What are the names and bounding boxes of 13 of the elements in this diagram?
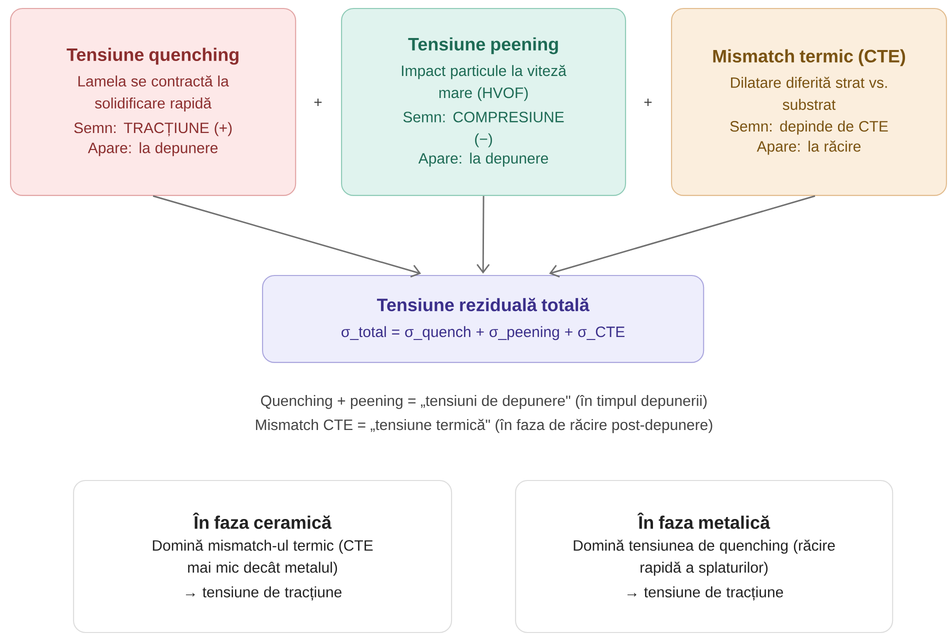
note-text: Quenching + peening = „tensiuni de depunere" (în timpul depunerii) — [261, 394, 707, 409]
phase-box: În faza metalică Domină tensiunea de quenching (răcire rapidă a splaturilor) → tensiune de tracțiune — [515, 480, 894, 634]
stress-box: Mismatch termic (CTE) Dilatare diferită strat vs. substrat Semn: depinde de CTE Apare: la răcire — [671, 8, 947, 196]
plus-sign: + — [314, 98, 322, 106]
stress-box: Tensiune peening Impact particule la viteză mare (HVOF) Semn: COMPRESIUNE (−) Apare: la depunere — [341, 8, 626, 196]
plus-sign: + — [644, 98, 652, 106]
phase-box: În faza ceramică Domină mismatch-ul termic (CTE mai mic decât metalul) → tensiune de tracțiune — [73, 480, 452, 634]
result-box: Tensiune reziduală totală σ_total = σ_quench + σ_peening + σ_CTE — [262, 275, 704, 363]
arrow — [476, 196, 490, 274]
stress-box: Tensiune quenching Lamela se contractă la solidificare rapidă Semn: TRACȚIUNE (+) Apare: la depunere — [10, 8, 296, 196]
note-text: Mismatch CTE = „tensiune termică" (în faza de răcire post-depunere) — [256, 418, 712, 434]
arrow — [152, 195, 422, 278]
arrow — [549, 195, 816, 278]
